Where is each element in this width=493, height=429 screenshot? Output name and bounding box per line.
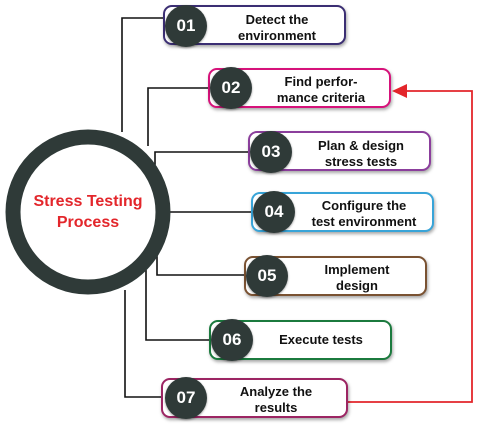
step-04-label: Configure the test environment	[298, 198, 430, 230]
step-01-label: Detect the environment	[213, 12, 341, 44]
step-02-label: Find perfor- mance criteria	[257, 74, 385, 106]
feedback-arrow-head	[392, 84, 407, 98]
step-01-label-line2: environment	[237, 28, 316, 43]
step-06-label: Execute tests	[257, 332, 385, 348]
feedback-arrow	[346, 90, 473, 403]
connector-step-05	[156, 250, 246, 276]
step-05-label-line2: design	[336, 278, 378, 293]
step-06-number-badge: 06	[211, 319, 253, 361]
step-05-number-badge: 05	[246, 255, 288, 297]
connector-step-03	[154, 151, 250, 165]
center-ring	[5, 129, 171, 295]
connector-step-06	[145, 270, 211, 341]
step-04-label-line1: Configure the	[321, 198, 407, 213]
connector-step-02	[147, 87, 210, 146]
step-07-number-badge: 07	[165, 377, 207, 419]
center-title-line2: Process	[56, 214, 120, 231]
step-01-number-badge: 01	[165, 5, 207, 47]
step-02-number-badge: 02	[210, 67, 252, 109]
step-03-label-line1: Plan & design	[318, 138, 404, 153]
step-04-label-line2: test environment	[311, 214, 417, 229]
step-07-label-line1: Analyze the	[239, 384, 313, 399]
step-07-label-line2: results	[254, 400, 298, 415]
step-02-label-line2: mance criteria	[276, 90, 366, 105]
center-title: Stress Testing Process	[31, 191, 145, 233]
step-06-label-line1: Execute tests	[279, 332, 363, 347]
connector-step-01	[121, 17, 168, 132]
step-01-label-line1: Detect the	[245, 12, 309, 27]
center-title-line1: Stress Testing	[33, 193, 143, 210]
step-03-number-badge: 03	[250, 131, 292, 173]
step-03-label-line2: stress tests	[324, 154, 398, 169]
step-07-label: Analyze the results	[211, 384, 341, 416]
step-05-label: Implement design	[293, 262, 421, 294]
step-03-label: Plan & design stress tests	[297, 138, 425, 170]
step-02-label-line1: Find perfor-	[284, 74, 358, 89]
connector-step-07	[124, 290, 163, 398]
step-05-label-line1: Implement	[324, 262, 390, 277]
step-04-number-badge: 04	[253, 191, 295, 233]
